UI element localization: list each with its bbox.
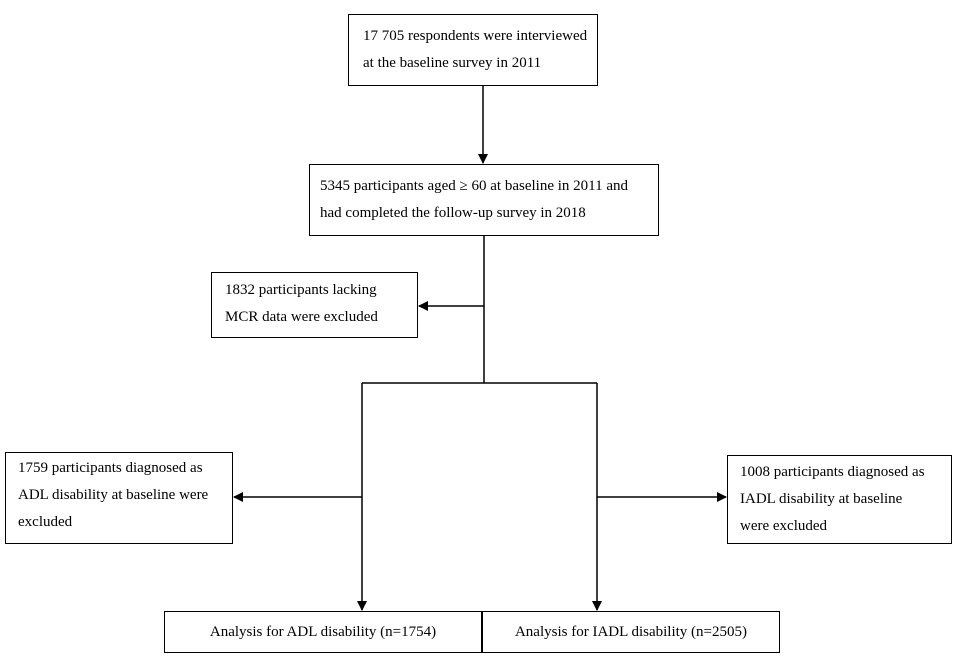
excluded-adl-line-1: 1759 participants diagnosed as [18, 460, 203, 476]
excluded-adl-box: 1759 participants diagnosed as ADL disab… [5, 452, 233, 544]
analysis-iadl-label: Analysis for IADL disability (n=2505) [514, 624, 748, 640]
excluded-mcr-line-1: 1832 participants lacking [225, 282, 377, 298]
analysis-adl-label: Analysis for ADL disability (n=1754) [209, 624, 437, 640]
excluded-mcr-line-2: MCR data were excluded [225, 309, 378, 325]
excluded-iadl-box: 1008 participants diagnosed as IADL disa… [727, 455, 952, 544]
excluded-mcr-box: 1832 participants lacking MCR data were … [211, 272, 418, 338]
eligible-participants-box: 5345 participants aged ≥ 60 at baseline … [309, 164, 659, 236]
excluded-adl-line-2: ADL disability at baseline were [18, 487, 209, 503]
analysis-adl-box: Analysis for ADL disability (n=1754) [164, 611, 482, 653]
excluded-iadl-line-2: IADL disability at baseline [740, 491, 903, 507]
participants-line-2: had completed the follow-up survey in 20… [320, 205, 586, 221]
excluded-iadl-line-1: 1008 participants diagnosed as [740, 464, 925, 480]
participants-line-1: 5345 participants aged ≥ 60 at baseline … [320, 178, 629, 194]
excluded-iadl-line-3: were excluded [740, 518, 828, 534]
baseline-line-1: 17 705 respondents were interviewed [363, 28, 588, 44]
analysis-iadl-box: Analysis for IADL disability (n=2505) [482, 611, 780, 653]
baseline-survey-box: 17 705 respondents were interviewed at t… [348, 14, 598, 86]
excluded-adl-line-3: excluded [18, 514, 73, 530]
baseline-line-2: at the baseline survey in 2011 [363, 55, 542, 71]
